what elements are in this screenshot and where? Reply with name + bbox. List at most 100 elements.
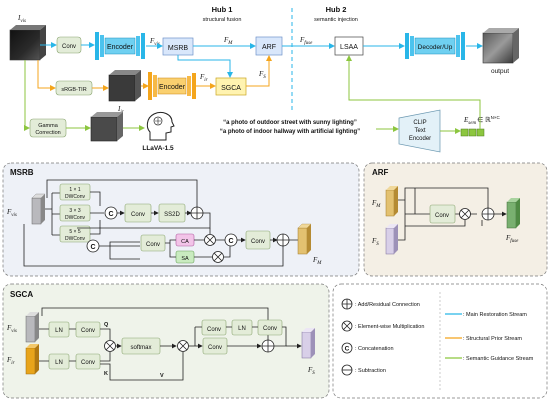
conv-label-top: Conv bbox=[62, 44, 76, 50]
f-fuse-label-top: Ffuse bbox=[299, 36, 313, 46]
msrb-ca-sa-feed bbox=[165, 239, 176, 258]
sgca-q-label: Q bbox=[104, 322, 109, 328]
arf-conv-label: Conv bbox=[435, 213, 449, 219]
sgca-upper-lines bbox=[194, 326, 287, 347]
arf-output-feature bbox=[506, 198, 520, 229]
msrb-skip-line-1 bbox=[46, 179, 198, 207]
msrb-concat-c1: C bbox=[108, 211, 113, 218]
msrb-fvis-label: Fvis bbox=[6, 208, 17, 218]
arrow-in-gamma bbox=[24, 60, 30, 131]
msrb-mul-icon-2 bbox=[212, 251, 224, 263]
msrb-add-icon-1 bbox=[190, 206, 204, 220]
sgca-k-label: K bbox=[104, 371, 108, 377]
msrb-input-feature bbox=[31, 193, 46, 225]
msrb-ss2d-label: SS2D bbox=[164, 212, 180, 218]
sgca-ln3-label: LN bbox=[238, 326, 246, 332]
sgca-ln1-block bbox=[48, 321, 70, 338]
arf-flow-lines bbox=[398, 187, 489, 241]
sgca-fir-label: Fir bbox=[6, 356, 15, 366]
sgca-conv1-block bbox=[75, 321, 101, 338]
msrb-merge-lines bbox=[90, 191, 104, 235]
msrb-block-label: MSRB bbox=[168, 45, 189, 52]
input-vis-label: Ivis bbox=[17, 14, 26, 24]
llava-label: LLaVA-1.5 bbox=[142, 145, 174, 152]
ir-image bbox=[108, 70, 141, 102]
msrb-lower-branches bbox=[99, 241, 140, 260]
input-image bbox=[9, 25, 46, 61]
msrb-lower-feed bbox=[77, 212, 211, 229]
msrb-conv1-label: Conv bbox=[131, 212, 145, 218]
hub2-title: Hub 2 bbox=[326, 5, 347, 14]
msrb-concat-c2: C bbox=[90, 244, 95, 251]
msrb-branch-lines bbox=[45, 192, 60, 236]
prompt-text-1: “a photo of outdoor street with sunny li… bbox=[223, 120, 357, 126]
arf-block-label: ARF bbox=[262, 44, 276, 51]
encoder-ir-label: Encoder bbox=[159, 84, 186, 91]
msrb-add-icon-2 bbox=[276, 233, 290, 247]
arf-fm-feature bbox=[385, 186, 398, 217]
msrb-dw1-label-b: DWConv bbox=[65, 194, 86, 200]
sgca-mul-icon-1 bbox=[104, 340, 116, 352]
arrow-sgca-arf bbox=[246, 55, 272, 87]
gamma-image bbox=[90, 112, 123, 142]
output-image bbox=[482, 28, 519, 64]
sgca-v-label: V bbox=[160, 373, 164, 379]
sgca-conv2-block bbox=[75, 353, 101, 370]
sgca-softmax-label: softmax bbox=[130, 345, 151, 351]
msrb-fm-label: FM bbox=[312, 256, 322, 266]
arrow-fvis-sgca bbox=[177, 55, 233, 78]
e-sem-tokens bbox=[460, 128, 485, 137]
clip-label-2: Text bbox=[414, 128, 425, 134]
correction-label: Correction bbox=[35, 130, 60, 136]
sgca-mul-icon-2 bbox=[177, 340, 189, 352]
hub2-subtitle: semantic injection bbox=[314, 17, 358, 23]
sgca-ln2-block bbox=[48, 353, 70, 370]
arf-conv-block bbox=[429, 204, 456, 224]
brain-head-icon bbox=[146, 111, 175, 141]
prompt-text-2: “a photo of indoor hallway with artifici… bbox=[220, 129, 360, 135]
msrb-output-feature bbox=[297, 223, 312, 255]
msrb-ca-label: CA bbox=[181, 239, 189, 245]
arf-ffuse-label: Ffuse bbox=[505, 234, 519, 244]
msrb-dw5-label-b: DWConv bbox=[65, 236, 86, 242]
sgca-ln3-block bbox=[231, 319, 253, 336]
msrb-dw3-label-a: 3 × 3 bbox=[69, 208, 80, 214]
f-m-label-top: FM bbox=[223, 36, 233, 46]
hub1-subtitle: structural fusion bbox=[203, 17, 242, 23]
legend-semantic-label: : Semantic Guidance Stream bbox=[463, 356, 534, 362]
f-s-label-top: FS bbox=[258, 70, 266, 80]
legend-add-label: : Add/Residual Connection bbox=[355, 302, 420, 308]
legend-sub-icon bbox=[341, 364, 353, 376]
encoder-vis-label: Encoder bbox=[107, 44, 134, 51]
msrb-add-output bbox=[263, 239, 298, 267]
sgca-add-icon-1 bbox=[261, 339, 275, 353]
sgca-block-label: SGCA bbox=[221, 85, 241, 92]
sgca-conv3-label: Conv bbox=[208, 345, 222, 351]
legend-mul-label: : Element-wise Multiplication bbox=[355, 324, 424, 330]
sgca-conv4-label: Conv bbox=[207, 327, 221, 333]
msrb-mul-lines bbox=[194, 228, 231, 258]
arf-fs-to-mul bbox=[405, 220, 466, 227]
clip-label-1: CLIP bbox=[413, 120, 426, 126]
arrow-in-srgbtir bbox=[37, 60, 56, 91]
legend-main-label: : Main Restoration Stream bbox=[463, 312, 527, 318]
e-sem-label: Esem∈ ℝN×C bbox=[463, 115, 501, 126]
arf-fs-feature bbox=[385, 224, 398, 255]
legend-concat-icon bbox=[341, 342, 353, 354]
msrb-residual-line bbox=[23, 224, 263, 267]
legend-concat-c: C bbox=[345, 346, 350, 353]
arf-fs-label: FS bbox=[371, 237, 379, 247]
sgca-fs-label: FS bbox=[307, 366, 315, 376]
sgca-ln1-label: LN bbox=[55, 328, 63, 334]
sgca-fvis-feature bbox=[25, 312, 39, 343]
sgca-conv5-label: Conv bbox=[263, 326, 277, 332]
msrb-sa-label: SA bbox=[181, 256, 189, 262]
hub-labels: Hub 1 structural fusion Hub 2 semantic i… bbox=[203, 5, 358, 23]
sgca-conv1-label: Conv bbox=[81, 328, 95, 334]
msrb-conv3-label: Conv bbox=[251, 239, 265, 245]
msrb-panel-title: MSRB bbox=[10, 168, 34, 177]
sgca-panel-title: SGCA bbox=[10, 290, 33, 299]
f-ir-label: Fir bbox=[199, 73, 208, 83]
legend-sub-label: : Subtraction bbox=[355, 368, 386, 374]
